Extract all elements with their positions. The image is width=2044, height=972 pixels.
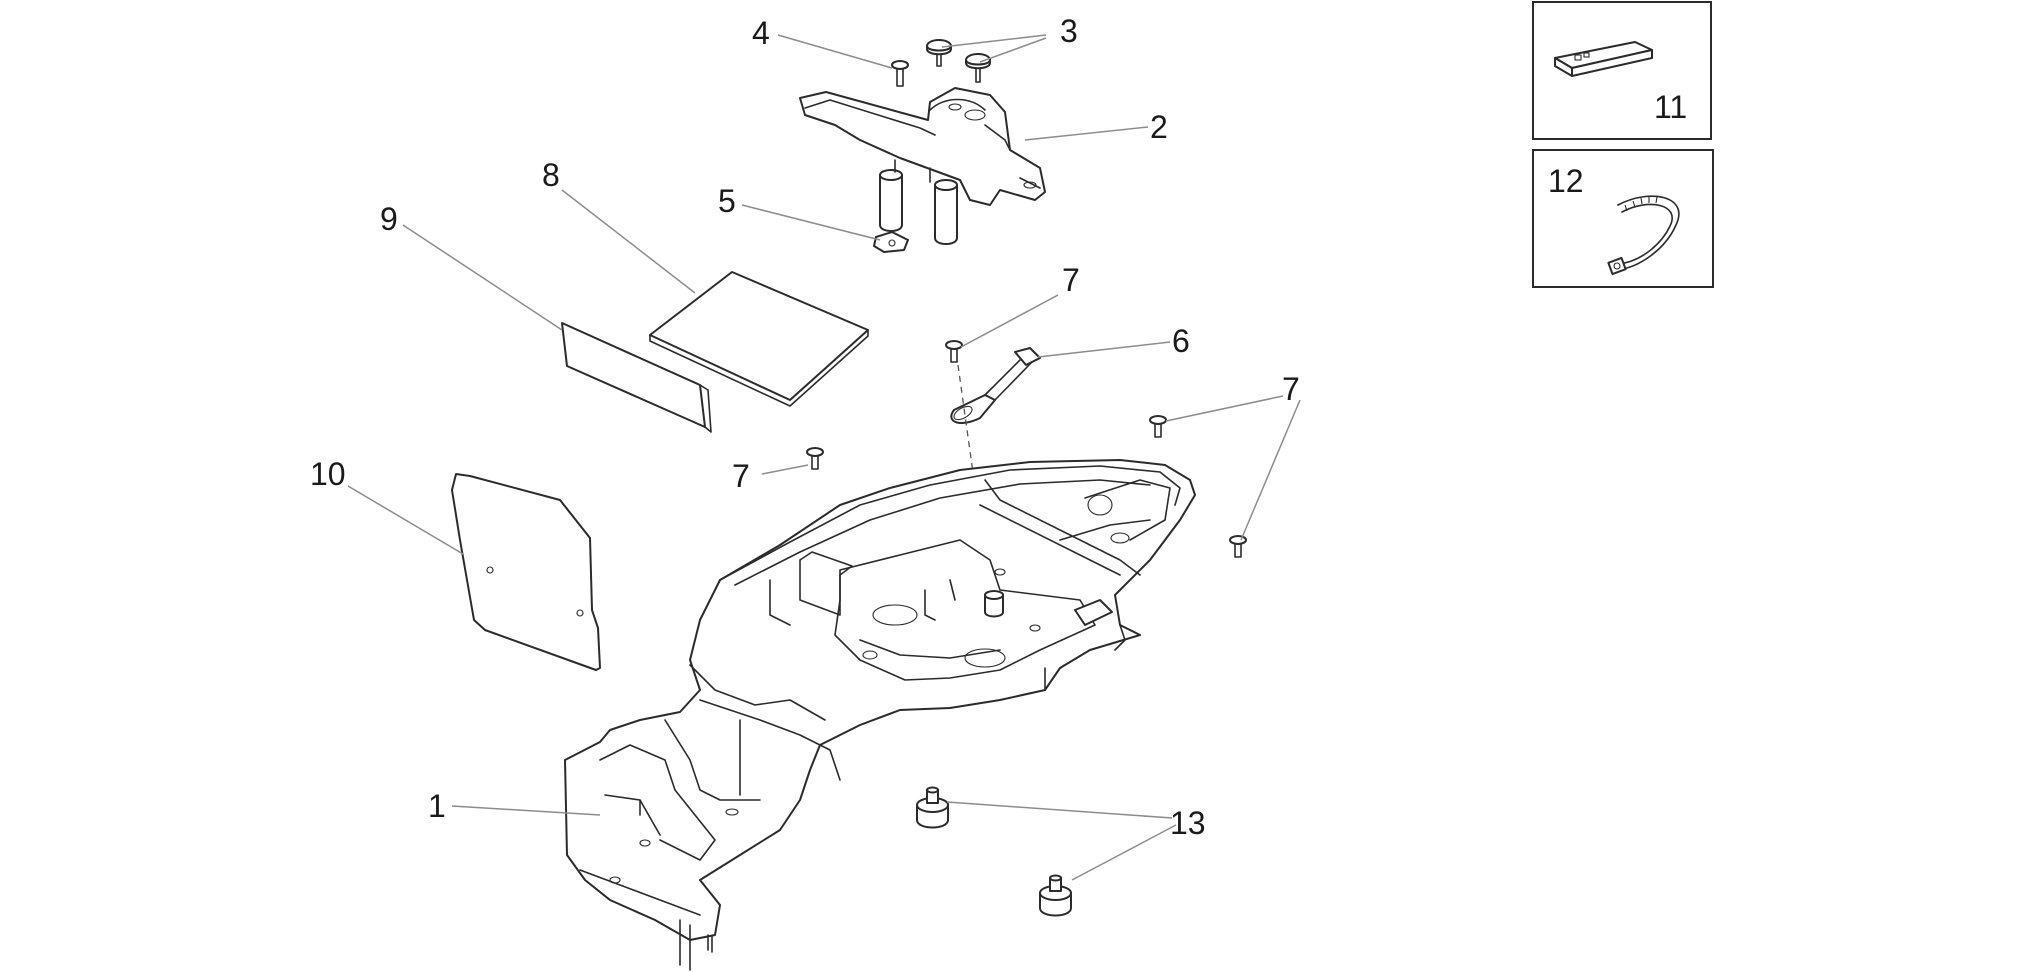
callout-10: 10 [310, 456, 346, 492]
callout-7a: 7 [1062, 262, 1080, 298]
callout-4: 4 [752, 15, 770, 51]
helmet-compartment-part [564, 459, 1196, 971]
helmet-strap-part [950, 347, 1041, 425]
callout-5: 5 [718, 183, 736, 219]
callout-12: 12 [1548, 163, 1584, 199]
callout-3: 3 [1060, 13, 1078, 49]
assembly-line [957, 364, 991, 596]
screw-part-7 [806, 340, 1247, 558]
callout-13: 13 [1170, 805, 1206, 841]
inset-box-12 [1532, 149, 1714, 288]
side-panel-part-10 [451, 473, 601, 671]
plate-part-9 [561, 322, 712, 433]
clip-nut-part [873, 231, 909, 253]
key-card-part [1554, 41, 1653, 77]
callout-1: 1 [428, 788, 446, 824]
callout-labels: 1 2 3 4 5 6 7 7 7 8 9 10 11 12 13 [310, 13, 1687, 841]
leader-lines [347, 34, 1301, 881]
callout-11: 11 [1654, 89, 1687, 125]
callout-6: 6 [1172, 323, 1190, 359]
callout-9: 9 [380, 201, 398, 237]
callout-7c: 7 [732, 458, 750, 494]
push-rivet-part [926, 39, 991, 83]
inset-box-11 [1532, 1, 1712, 140]
screw-part-4 [891, 60, 909, 87]
pad-part-8 [649, 271, 869, 407]
callout-8: 8 [542, 157, 560, 193]
callout-7b: 7 [1282, 371, 1300, 407]
hose-clamp-part [1607, 195, 1680, 276]
rubber-foot-part [916, 786, 1072, 917]
callout-2: 2 [1150, 109, 1168, 145]
seat-hinge-bracket-part [799, 87, 1046, 245]
